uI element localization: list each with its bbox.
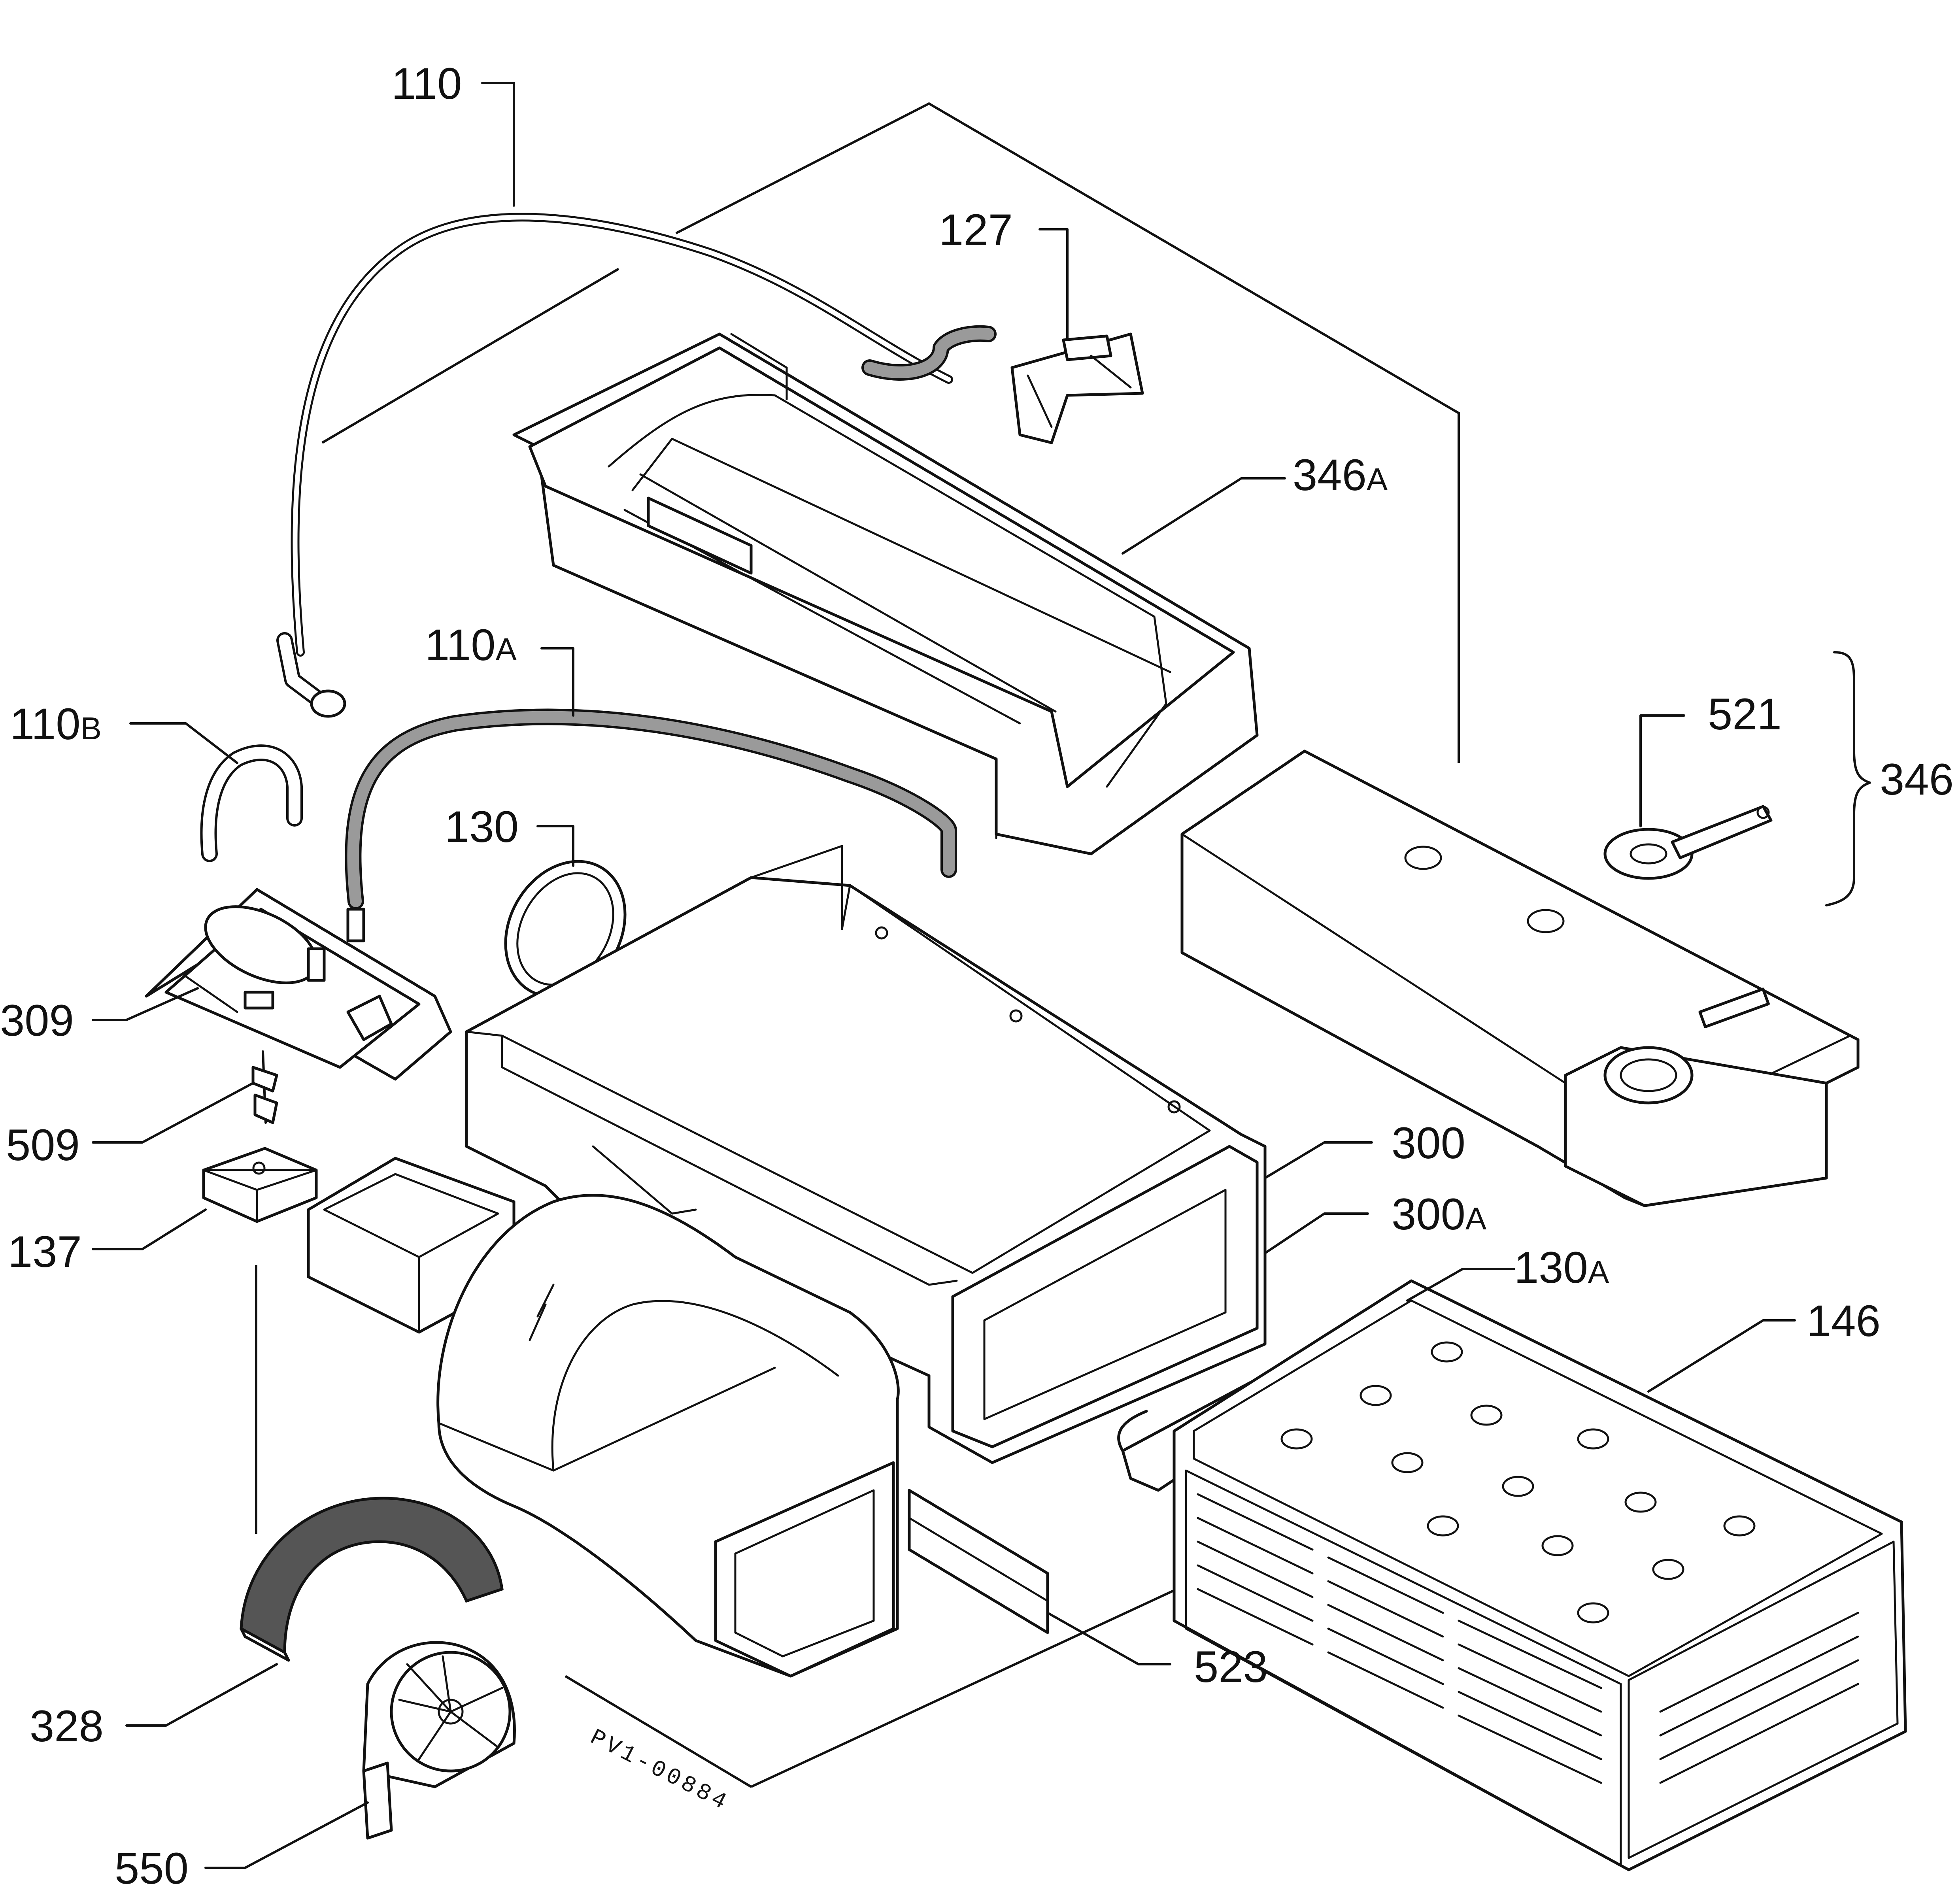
assembly-frame-lines — [255, 102, 1460, 1788]
part-309-switch-plate — [145, 888, 452, 1081]
part-346A-condenser-tray — [512, 332, 1259, 855]
part-146-condenser — [1173, 1279, 1907, 1871]
part-509-pin — [251, 1050, 278, 1124]
callout-130A: 130A — [1514, 1243, 1609, 1292]
part-521-cap — [1603, 805, 1773, 880]
callout-521: 521 — [1708, 689, 1782, 739]
callout-346: 346 — [1880, 755, 1954, 804]
callout-137: 137 — [8, 1227, 82, 1276]
callout-130: 130 — [445, 802, 519, 851]
callout-523: 523 — [1194, 1642, 1268, 1692]
condenser-louvres — [1197, 1493, 1859, 1784]
callout-300: 300 — [1392, 1118, 1465, 1168]
part-346-water-container — [1180, 749, 1860, 1207]
callout-509: 509 — [6, 1120, 80, 1170]
part-523-bracket — [908, 1489, 1049, 1634]
part-110A-hose — [345, 708, 957, 910]
part-127-clip — [1010, 332, 1144, 444]
callout-labels: 110 127 346A 110A 110B 521 346 130 309 5… — [0, 59, 1954, 1886]
condenser-holes — [1280, 1341, 1756, 1624]
part-110B-bent-hose — [200, 744, 303, 862]
callout-309: 309 — [0, 996, 74, 1045]
callout-127: 127 — [939, 205, 1013, 255]
drawing-code: PV1-00884 — [586, 1725, 733, 1817]
leader-lines — [92, 82, 1796, 1869]
part-300A-fan-housing — [436, 1194, 900, 1678]
callout-346A: 346A — [1293, 450, 1388, 500]
callout-110A: 110A — [425, 620, 517, 670]
bracket-346 — [1825, 651, 1871, 906]
callout-110B: 110B — [10, 699, 102, 749]
part-137-block — [202, 1147, 318, 1223]
part-328-foam-cover — [240, 1497, 504, 1662]
callout-550: 550 — [115, 1844, 189, 1886]
part-110-drain-hose — [276, 213, 997, 718]
part-550-fan-wheel — [362, 1641, 516, 1840]
part-300-duct-housing — [465, 845, 1267, 1464]
callout-146: 146 — [1807, 1296, 1881, 1346]
callout-300A: 300A — [1392, 1189, 1487, 1239]
callout-110: 110 — [391, 59, 462, 108]
callout-328: 328 — [30, 1701, 104, 1751]
